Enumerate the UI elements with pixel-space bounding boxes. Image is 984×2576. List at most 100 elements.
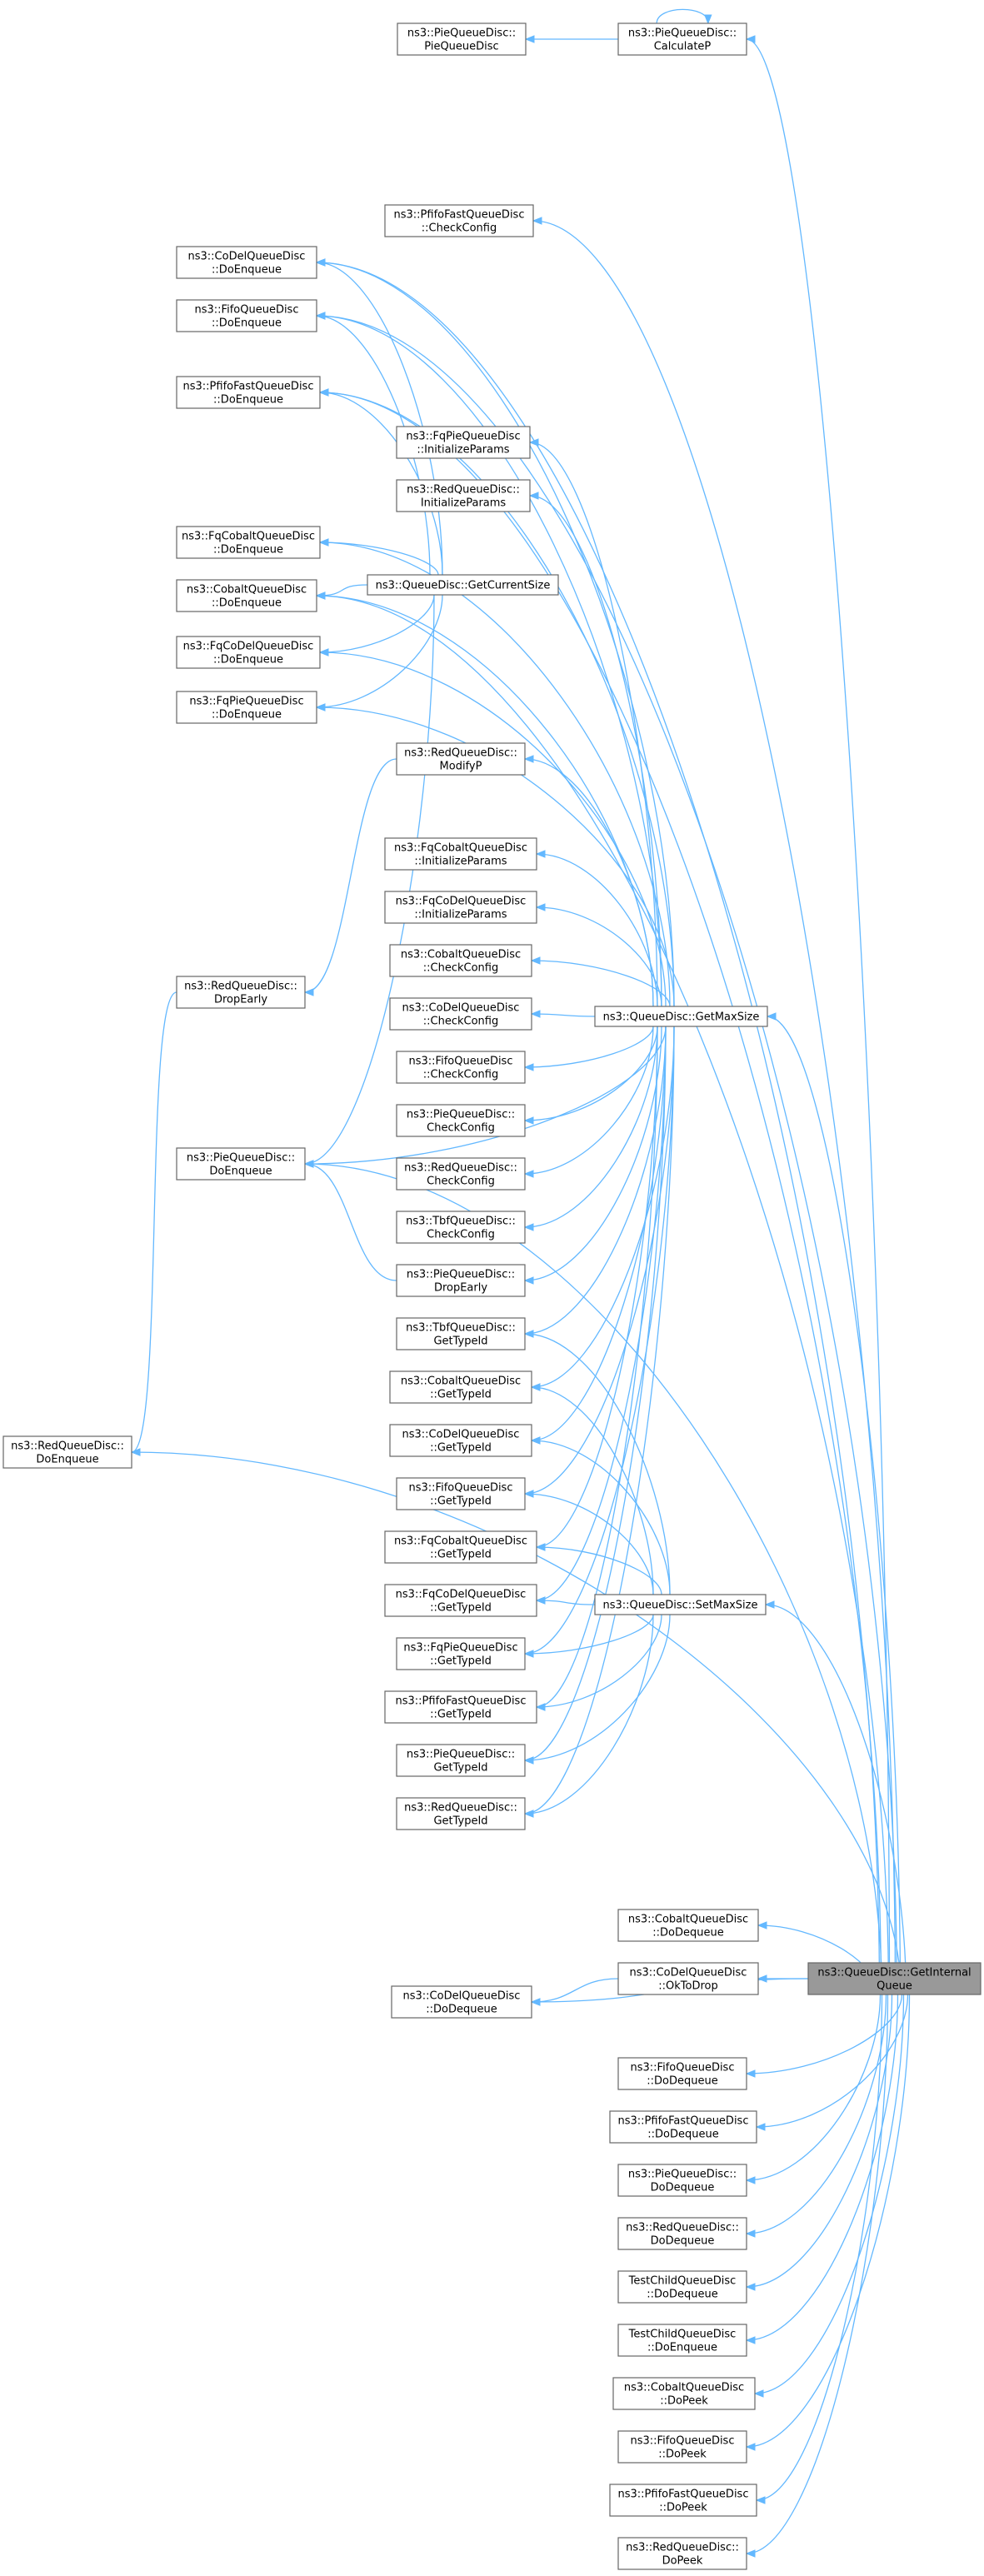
node-label: ns3::PieQueueDisc:: <box>187 1152 295 1165</box>
node-fifo-do-peek[interactable]: ns3::FifoQueueDisc::DoPeek <box>617 2430 747 2464</box>
node-label: ns3::PfifoFastQueueDisc <box>396 1695 527 1708</box>
node-box <box>367 574 559 596</box>
node-label: ::DoEnqueue <box>212 264 282 277</box>
edge-cobalt-get-type-id-to-get-max-size <box>530 1026 675 1391</box>
node-fq-cobalt-get-type-id[interactable]: ns3::FqCobaltQueueDisc::GetTypeId <box>384 1530 537 1564</box>
node-fq-pie-get-type-id[interactable]: ns3::FqPieQueueDisc::GetTypeId <box>396 1637 526 1670</box>
node-label: ns3::QueueDisc::GetCurrentSize <box>376 580 551 592</box>
node-get-max-size[interactable]: ns3::QueueDisc::GetMaxSize <box>594 1006 768 1027</box>
edge-fq-cobalt-get-type-id-to-set-max-size <box>535 1543 662 1595</box>
node-fq-pie-do-enqueue[interactable]: ns3::FqPieQueueDisc::DoEnqueue <box>176 691 317 724</box>
node-box <box>617 2324 747 2357</box>
edge-fq-cobalt-do-enqueue-to-get-max-size <box>318 538 671 1007</box>
node-pie-do-enqueue[interactable]: ns3::PieQueueDisc::DoEnqueue <box>176 1147 306 1181</box>
node-get-current-size[interactable]: ns3::QueueDisc::GetCurrentSize <box>367 574 559 596</box>
node-red-do-dequeue[interactable]: ns3::RedQueueDisc::DoDequeue <box>617 2217 747 2250</box>
node-fifo-check-config[interactable]: ns3::FifoQueueDisc::CheckConfig <box>396 1051 526 1084</box>
node-label: ns3::FifoQueueDisc <box>409 1056 513 1068</box>
node-co-del-ok-to-drop[interactable]: ns3::CoDelQueueDisc::OkToDrop <box>617 1962 759 1995</box>
node-red-do-enqueue[interactable]: ns3::RedQueueDisc::DoEnqueue <box>2 1435 132 1469</box>
node-red-get-type-id[interactable]: ns3::RedQueueDisc::GetTypeId <box>396 1797 526 1830</box>
node-box <box>176 299 317 332</box>
node-label: ns3::PieQueueDisc:: <box>407 1269 515 1281</box>
node-pie-do-dequeue[interactable]: ns3::PieQueueDisc::DoDequeue <box>617 2164 747 2197</box>
node-fq-co-del-do-enqueue[interactable]: ns3::FqCoDelQueueDisc::DoEnqueue <box>176 636 321 669</box>
node-label: ::DoEnqueue <box>213 394 283 407</box>
edge-pie-qd-ctor-to-pie-qd-calculate-p <box>524 35 618 43</box>
node-co-del-do-enqueue[interactable]: ns3::CoDelQueueDisc::DoEnqueue <box>176 246 317 279</box>
node-label: ns3::CoDelQueueDisc <box>630 1967 747 1979</box>
node-label: ns3::FqCobaltQueueDisc <box>182 531 315 543</box>
node-tbf-get-type-id[interactable]: ns3::TbfQueueDisc::GetTypeId <box>396 1317 526 1350</box>
node-label: ns3::CobaltQueueDisc <box>401 1375 521 1388</box>
node-cobalt-get-type-id[interactable]: ns3::CobaltQueueDisc::GetTypeId <box>389 1370 532 1404</box>
node-cobalt-do-peek[interactable]: ns3::CobaltQueueDisc::DoPeek <box>612 2377 756 2410</box>
node-box <box>389 997 532 1031</box>
node-box <box>396 1797 526 1830</box>
node-fq-cobalt-do-enqueue[interactable]: ns3::FqCobaltQueueDisc::DoEnqueue <box>176 526 321 559</box>
node-box <box>176 691 317 724</box>
node-red-modify-p[interactable]: ns3::RedQueueDisc::ModifyP <box>396 742 526 776</box>
node-pfifo-check-config[interactable]: ns3::PfifoFastQueueDisc::CheckConfig <box>384 204 534 237</box>
node-pfifo-do-enqueue[interactable]: ns3::PfifoFastQueueDisc::DoEnqueue <box>176 376 321 409</box>
node-test-child-do-dequeue[interactable]: TestChildQueueDisc::DoDequeue <box>617 2270 747 2304</box>
node-box <box>389 1370 532 1404</box>
node-fifo-get-type-id[interactable]: ns3::FifoQueueDisc::GetTypeId <box>396 1477 526 1510</box>
node-cobalt-check-config[interactable]: ns3::CobaltQueueDisc::CheckConfig <box>389 944 532 977</box>
node-fq-co-del-initialize-params[interactable]: ns3::FqCoDelQueueDisc::InitializeParams <box>384 891 537 924</box>
node-box <box>384 1584 537 1617</box>
node-box <box>609 2110 757 2144</box>
node-box <box>396 479 531 512</box>
node-pie-qd-ctor[interactable]: ns3::PieQueueDisc::PieQueueDisc <box>397 22 527 56</box>
node-set-max-size[interactable]: ns3::QueueDisc::SetMaxSize <box>594 1594 767 1615</box>
node-test-child-do-enqueue[interactable]: TestChildQueueDisc::DoEnqueue <box>617 2324 747 2357</box>
node-label: ::CheckConfig <box>422 222 497 235</box>
node-label: DoEnqueue <box>36 1454 98 1466</box>
node-label: GetTypeId <box>433 1762 487 1775</box>
edge-test-child-do-enqueue-to-get-internal-queue <box>745 1994 899 2344</box>
node-label: ns3::RedQueueDisc:: <box>626 2542 739 2554</box>
node-box <box>617 2057 747 2090</box>
node-label: ns3::TbfQueueDisc:: <box>406 1322 516 1335</box>
node-cobalt-do-dequeue[interactable]: ns3::CobaltQueueDisc::DoDequeue <box>617 1909 759 1942</box>
node-label: ns3::RedQueueDisc:: <box>404 1802 517 1815</box>
node-label: ::DoDequeue <box>647 2289 717 2301</box>
edge-pie-qd-calculate-p-to-get-internal-queue <box>745 35 891 1995</box>
node-pie-get-type-id[interactable]: ns3::PieQueueDisc::GetTypeId <box>396 1744 526 1777</box>
node-pie-drop-early[interactable]: ns3::PieQueueDisc::DropEarly <box>396 1264 526 1297</box>
node-box <box>176 976 306 1009</box>
node-red-initialize-params[interactable]: ns3::RedQueueDisc::InitializeParams <box>396 479 531 512</box>
node-pfifo-do-dequeue[interactable]: ns3::PfifoFastQueueDisc::DoDequeue <box>609 2110 757 2144</box>
node-label: DropEarly <box>214 994 267 1006</box>
node-fq-cobalt-initialize-params[interactable]: ns3::FqCobaltQueueDisc::InitializeParams <box>384 837 537 871</box>
node-co-del-check-config[interactable]: ns3::CoDelQueueDisc::CheckConfig <box>389 997 532 1031</box>
node-pie-qd-calculate-p[interactable]: ns3::PieQueueDisc::CalculateP <box>617 22 747 56</box>
edge-pie-do-dequeue-to-get-internal-queue <box>745 1994 882 2184</box>
node-label: TestChildQueueDisc <box>628 2275 737 2288</box>
node-tbf-check-config[interactable]: ns3::TbfQueueDisc::CheckConfig <box>396 1211 526 1244</box>
edge-tbf-get-type-id-to-set-max-size <box>523 1330 671 1595</box>
node-fq-co-del-get-type-id[interactable]: ns3::FqCoDelQueueDisc::GetTypeId <box>384 1584 537 1617</box>
edge-pie-get-type-id-to-set-max-size <box>523 1614 671 1765</box>
node-pie-check-config[interactable]: ns3::PieQueueDisc::CheckConfig <box>396 1104 526 1137</box>
node-red-check-config[interactable]: ns3::RedQueueDisc::CheckConfig <box>396 1157 526 1191</box>
node-label: ::CheckConfig <box>423 1069 498 1081</box>
node-red-drop-early[interactable]: ns3::RedQueueDisc::DropEarly <box>176 976 306 1009</box>
node-cobalt-do-enqueue[interactable]: ns3::CobaltQueueDisc::DoEnqueue <box>176 579 317 612</box>
call-edges <box>130 8 911 2558</box>
edge-red-do-enqueue-to-get-internal-queue <box>130 1448 902 1995</box>
node-label: GetTypeId <box>433 1335 487 1348</box>
node-label: ns3::FqPieQueueDisc <box>406 431 520 443</box>
node-co-del-do-dequeue[interactable]: ns3::CoDelQueueDisc::DoDequeue <box>391 1985 532 2019</box>
node-box <box>176 526 321 559</box>
node-label: ns3::RedQueueDisc:: <box>404 1162 517 1175</box>
node-co-del-get-type-id[interactable]: ns3::CoDelQueueDisc::GetTypeId <box>389 1424 532 1457</box>
node-red-do-peek[interactable]: ns3::RedQueueDisc::DoPeek <box>617 2537 747 2570</box>
node-fifo-do-dequeue[interactable]: ns3::FifoQueueDisc::DoDequeue <box>617 2057 747 2090</box>
node-fq-pie-initialize-params[interactable]: ns3::FqPieQueueDisc::InitializeParams <box>396 426 531 459</box>
node-pfifo-do-peek[interactable]: ns3::PfifoFastQueueDisc::DoPeek <box>609 2484 757 2517</box>
node-pfifo-get-type-id[interactable]: ns3::PfifoFastQueueDisc::GetTypeId <box>384 1690 537 1724</box>
node-label: ns3::CobaltQueueDisc <box>401 949 521 961</box>
node-fifo-do-enqueue[interactable]: ns3::FifoQueueDisc::DoEnqueue <box>176 299 317 332</box>
